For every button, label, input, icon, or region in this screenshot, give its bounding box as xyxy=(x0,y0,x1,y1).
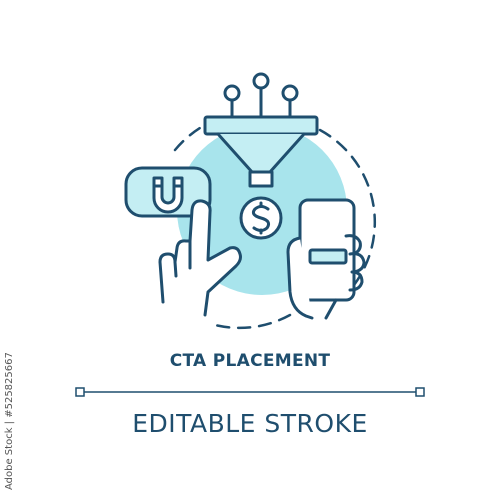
magnet-icon xyxy=(124,166,212,218)
editable-stroke-label: EDITABLE STROKE xyxy=(132,409,368,438)
stock-id-label: Adobe Stock | #525825667 xyxy=(4,352,15,490)
dollar-coin-icon xyxy=(239,196,283,240)
concept-title: CTA PLACEMENT xyxy=(169,351,331,371)
holding-hand-icon xyxy=(286,234,366,320)
dashed-orbit-lower xyxy=(213,313,292,330)
stroke-guide-line xyxy=(75,387,425,397)
smartphone-icon xyxy=(298,198,356,302)
pointing-hand-icon xyxy=(158,199,242,317)
dashed-orbit-left xyxy=(173,123,207,152)
funnel-icon xyxy=(203,72,319,188)
dashed-orbit xyxy=(318,128,377,292)
